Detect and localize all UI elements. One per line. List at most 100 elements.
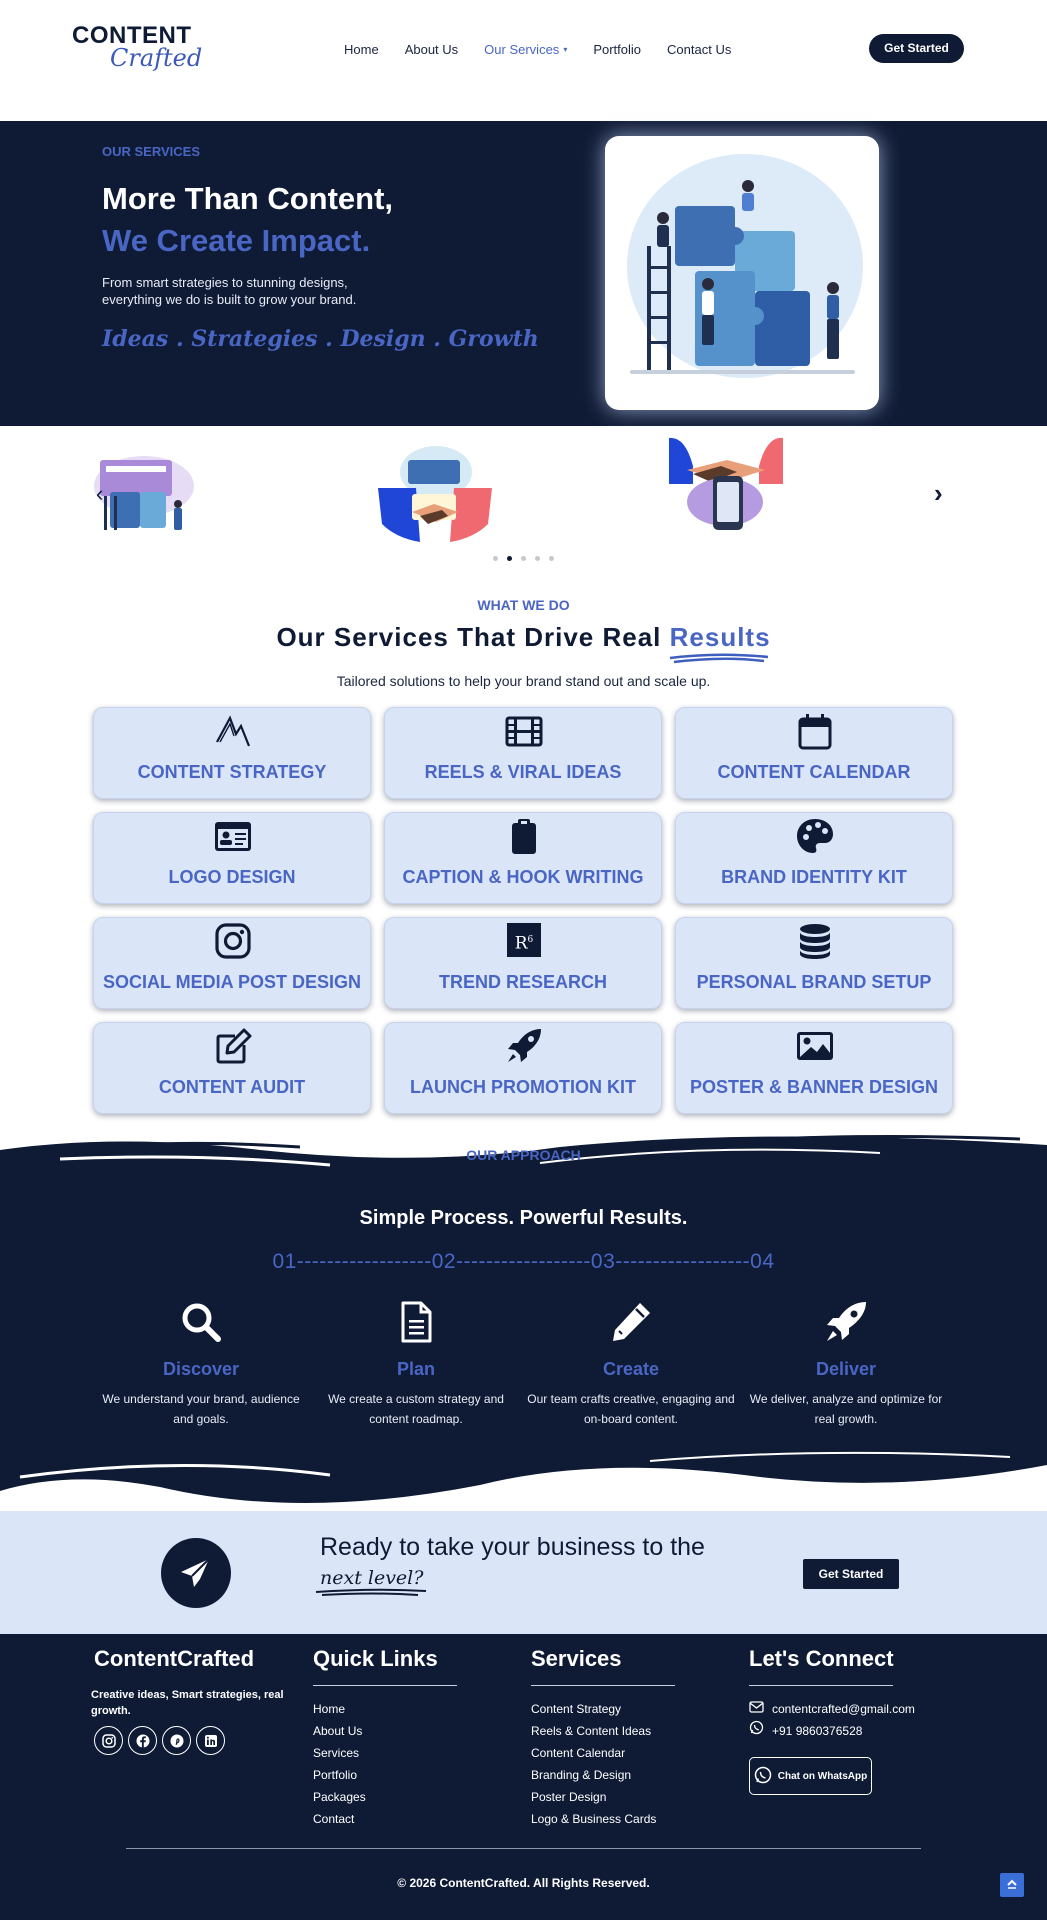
footer-services-title: Services — [531, 1646, 622, 1671]
footer-service-link[interactable]: Reels & Content Ideas — [531, 1724, 652, 1738]
nav-home[interactable]: Home — [344, 42, 379, 57]
footer-link-portfolio[interactable]: Portfolio — [313, 1768, 358, 1782]
footer-brand-column: ContentCrafted — [94, 1646, 254, 1672]
footer-quick-links-title: Quick Links — [313, 1646, 438, 1671]
carousel-next-button[interactable]: › — [934, 478, 943, 509]
nav-services[interactable]: Our Services▾ — [484, 40, 567, 60]
service-card-reels[interactable]: REELS & VIRAL IDEAS — [384, 707, 662, 799]
service-card-label: POSTER & BANNER DESIGN — [689, 1077, 939, 1097]
linkedin-icon[interactable] — [196, 1726, 225, 1755]
facebook-icon[interactable] — [128, 1726, 157, 1755]
footer-email-text: contentcrafted@gmail.com — [772, 1702, 915, 1716]
trend-icon-letter: R — [514, 933, 528, 954]
service-card-caption-writing[interactable]: CAPTION & HOOK WRITING — [384, 812, 662, 904]
service-card-content-strategy[interactable]: CONTENT STRATEGY — [93, 707, 371, 799]
footer-link-contact[interactable]: Contact — [313, 1812, 355, 1826]
footer-divider — [313, 1685, 457, 1686]
service-card-social-post[interactable]: SOCIAL MEDIA POST DESIGN — [93, 917, 371, 1009]
service-card-label: LAUNCH PROMOTION KIT — [410, 1077, 636, 1097]
footer-service-link[interactable]: Content Calendar — [531, 1746, 626, 1760]
rocket-icon — [824, 1300, 868, 1344]
service-card-logo-design[interactable]: LOGO DESIGN — [93, 812, 371, 904]
service-card-label: CONTENT CALENDAR — [717, 762, 911, 782]
carousel-dot[interactable] — [535, 556, 540, 561]
service-card-poster-design[interactable]: POSTER & BANNER DESIGN — [675, 1022, 953, 1114]
carousel-dot-active[interactable] — [507, 556, 512, 561]
approach-step-desc: Our team crafts creative, engaging and o… — [527, 1392, 735, 1426]
carousel-dot[interactable] — [521, 556, 526, 561]
whatsapp-chat-button[interactable]: Chat on WhatsApp — [749, 1757, 872, 1795]
nav-portfolio[interactable]: Portfolio — [593, 42, 642, 57]
image-icon — [796, 1027, 834, 1065]
footer-link-about[interactable]: About Us — [313, 1724, 363, 1738]
calendar-icon — [796, 712, 834, 750]
footer-link-services[interactable]: Services — [313, 1746, 360, 1760]
brush-wave-background — [0, 1135, 1047, 1504]
cta-headline: Ready to take your business to the — [320, 1533, 705, 1561]
footer-brand-description: Creative ideas, Smart strategies, real g… — [91, 1689, 284, 1717]
approach-step-name: Create — [602, 1359, 660, 1379]
approach-eyebrow: OUR APPROACH — [466, 1147, 581, 1163]
cta-get-started-button[interactable]: Get Started — [803, 1559, 899, 1589]
service-card-trend-research[interactable]: R6 TREND RESEARCH — [384, 917, 662, 1009]
logo[interactable]: CONTENT Crafted — [70, 20, 203, 72]
services-subtitle: Tailored solutions to help your brand st… — [336, 673, 711, 689]
approach-step-desc: We deliver, analyze and optimize for rea… — [749, 1392, 943, 1426]
paper-plane-icon — [161, 1538, 231, 1608]
carousel-dot[interactable] — [493, 556, 498, 561]
footer-service-link[interactable]: Logo & Business Cards — [531, 1812, 657, 1826]
database-icon — [796, 922, 834, 960]
illustration-carousel: ‹ › — [0, 426, 1047, 576]
instagram-icon[interactable] — [94, 1726, 123, 1755]
services-eyebrow: WHAT WE DO — [477, 597, 570, 613]
footer-quick-links: Quick Links Home About Us Services Portf… — [313, 1646, 457, 1830]
footer-service-link[interactable]: Poster Design — [531, 1790, 607, 1804]
service-card-label: BRAND IDENTITY KIT — [721, 867, 907, 887]
approach-step-discover: Discover We understand your brand, audie… — [96, 1300, 306, 1429]
approach-step-name: Plan — [396, 1359, 435, 1379]
hero-title-accent: We Create Impact. — [102, 223, 371, 258]
service-card-personal-brand[interactable]: PERSONAL BRAND SETUP — [675, 917, 953, 1009]
footer-phone-text: +91 9860376528 — [772, 1724, 863, 1738]
footer-connect: Let's Connect contentcrafted@gmail.com +… — [749, 1646, 915, 1795]
cta-headline-script: next level? — [315, 1567, 427, 1596]
nav-contact[interactable]: Contact Us — [667, 42, 732, 57]
carousel-dot[interactable] — [549, 556, 554, 561]
logo-text-primary: CONTENT — [72, 22, 192, 49]
service-card-label: CAPTION & HOOK WRITING — [402, 867, 644, 887]
scroll-to-top-button[interactable] — [1000, 1873, 1024, 1897]
footer-service-link[interactable]: Branding & Design — [531, 1768, 632, 1782]
site-header: CONTENT Crafted Home About Us Our Servic… — [0, 0, 1047, 120]
service-card-brand-identity[interactable]: BRAND IDENTITY KIT — [675, 812, 953, 904]
footer-email[interactable]: contentcrafted@gmail.com — [749, 1698, 915, 1720]
id-card-icon — [214, 817, 252, 855]
services-grid: CONTENT STRATEGY REELS & VIRAL IDEAS CON… — [93, 707, 953, 1114]
handshake-puzzle-illustration — [376, 442, 494, 548]
pinterest-icon[interactable] — [162, 1726, 191, 1755]
footer-link-home[interactable]: Home — [313, 1702, 346, 1716]
clipboard-icon — [505, 817, 543, 855]
service-card-calendar[interactable]: CONTENT CALENDAR — [675, 707, 953, 799]
service-card-content-audit[interactable]: CONTENT AUDIT — [93, 1022, 371, 1114]
envelope-icon — [749, 1698, 764, 1720]
nav-about[interactable]: About Us — [404, 42, 459, 57]
carousel-prev-button[interactable]: ‹ — [96, 481, 103, 507]
puzzle-team-illustration — [86, 446, 196, 538]
rupee-chart-icon: R6 — [507, 923, 541, 957]
footer-phone[interactable]: +91 9860376528 — [749, 1720, 915, 1742]
footer-services: Services Content Strategy Reels & Conten… — [531, 1646, 675, 1830]
service-card-label: CONTENT STRATEGY — [137, 762, 327, 782]
site-footer: ContentCrafted Creative ideas, Smart str… — [0, 1634, 1047, 1920]
approach-title: Simple Process. Powerful Results. — [359, 1207, 688, 1229]
approach-step-numbers: 01------------------02------------------… — [272, 1250, 775, 1273]
get-started-button[interactable]: Get Started — [869, 34, 964, 63]
footer-service-link[interactable]: Content Strategy — [531, 1702, 622, 1716]
service-card-launch-kit[interactable]: LAUNCH PROMOTION KIT — [384, 1022, 662, 1114]
palette-icon — [796, 817, 834, 855]
services-title-highlight-text: Results — [669, 622, 771, 652]
footer-link-packages[interactable]: Packages — [313, 1790, 366, 1804]
approach-step-create: Create Our team crafts creative, engagin… — [526, 1300, 736, 1429]
hero-title: More Than Content, — [102, 181, 394, 216]
whatsapp-icon — [749, 1720, 764, 1742]
logo-text-script: Crafted — [110, 44, 203, 72]
